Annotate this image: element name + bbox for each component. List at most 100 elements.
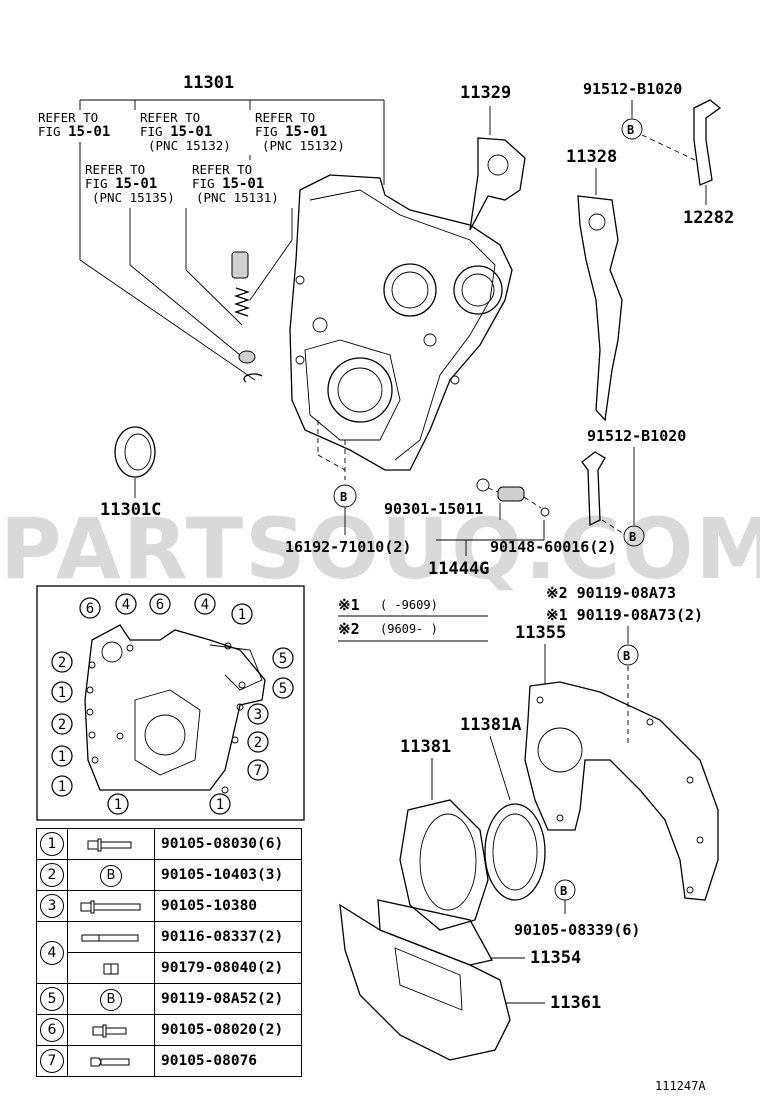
oil-pan-gasket-11354: [377, 899, 493, 966]
inset-marker-label: 4: [122, 597, 130, 613]
date-note-2: ※2 (9609- ): [338, 620, 438, 638]
inset-marker-circle: [79, 597, 101, 619]
legend-number: 6: [40, 1018, 64, 1042]
legend-row: 3 90105-10380: [36, 890, 302, 922]
legend-row: 90179-08040(2): [37, 952, 302, 984]
refer-note-1: REFER TO FIG 15-01: [38, 110, 110, 140]
b-mark-icon: B: [100, 988, 122, 1011]
legend-number: 3: [40, 894, 64, 918]
svg-text:(PNC 15135): (PNC 15135): [92, 190, 175, 205]
callout-11381A: 11381A: [460, 715, 521, 735]
inset-marker-label: 2: [254, 735, 262, 751]
water-outlet: [476, 478, 550, 517]
callout-11355: 11355: [515, 623, 566, 643]
svg-text:B: B: [629, 530, 636, 544]
inset-marker-label: 5: [279, 651, 287, 667]
callout-91512-top: 91512-B1020: [583, 80, 682, 98]
svg-text:REFER TO: REFER TO: [140, 110, 200, 125]
inset-marker-circle: [107, 793, 129, 815]
inset-marker-label: 4: [201, 597, 209, 613]
inset-marker-circle: [231, 603, 253, 625]
svg-text:(PNC 15132): (PNC 15132): [148, 138, 231, 153]
callout-90105-08339: 90105-08339(6): [514, 921, 640, 939]
svg-text:FIG 15-01: FIG 15-01: [38, 124, 110, 140]
legend-number: 1: [40, 832, 64, 856]
nut-icon: [103, 963, 119, 975]
inset-marker-label: 2: [58, 717, 66, 733]
refer-note-4: REFER TO FIG 15-01 (PNC 15135): [85, 162, 175, 205]
inset-marker-circle: [115, 593, 137, 615]
inset-marker-label: 6: [156, 597, 164, 613]
refer-note-3: REFER TO FIG 15-01 (PNC 15132): [255, 110, 345, 153]
callout-16192: 16192-71010(2): [285, 538, 411, 556]
inset-marker-circle: [247, 703, 269, 725]
callout-90148: 90148-60016(2): [490, 538, 616, 556]
inset-marker-circle: [149, 593, 171, 615]
bolt-location-inset: [36, 585, 305, 821]
legend-row: 4 90116-08337(2): [36, 921, 302, 984]
svg-text:FIG 15-01: FIG 15-01: [85, 176, 157, 192]
b-mark-top: [621, 118, 643, 140]
svg-text:REFER TO: REFER TO: [192, 162, 252, 177]
callout-11361: 11361: [550, 993, 601, 1013]
callout-91512-mid: 91512-B1020: [587, 427, 686, 445]
svg-text:REFER TO: REFER TO: [255, 110, 315, 125]
bolt-long-icon: [80, 900, 141, 914]
fastener-legend-table: 1 90105-08030(6) 2 B 90105-10403(3) 3 90…: [36, 828, 302, 1077]
callout-11444G: 11444G: [428, 559, 489, 579]
inset-marker-circle: [194, 593, 216, 615]
inset-marker-circle: [247, 759, 269, 781]
svg-text:B: B: [627, 123, 634, 137]
svg-text:(PNC 15131): (PNC 15131): [196, 190, 279, 205]
watermark: PARTSOUQ.COM: [0, 500, 760, 598]
refer-note-2: REFER TO FIG 15-01 (PNC 15132): [140, 110, 231, 153]
legend-number: 4: [40, 940, 64, 965]
svg-text:B: B: [560, 884, 567, 898]
callout-90301: 90301-15011: [384, 500, 483, 518]
callout-12282: 12282: [683, 208, 734, 228]
inset-marker-circle: [247, 731, 269, 753]
svg-text:REFER TO: REFER TO: [85, 162, 145, 177]
inset-marker-label: 1: [216, 797, 224, 813]
inset-cover-outline: [84, 624, 266, 794]
legend-code: 90116-08337(2): [154, 921, 302, 953]
inset-marker-label: 1: [114, 797, 122, 813]
inset-marker-label: 3: [254, 707, 262, 723]
inset-marker-label: 6: [86, 601, 94, 617]
relief-valve-parts: [231, 251, 263, 383]
callout-90119-1: ※1 90119-08A73(2): [546, 606, 703, 624]
svg-text:FIG 15-01: FIG 15-01: [192, 176, 264, 192]
callout-11329: 11329: [460, 83, 511, 103]
inset-marker-circle: [51, 681, 73, 703]
plate-11355: [524, 681, 719, 901]
legend-code: 90105-10403(3): [154, 859, 302, 891]
bolt-hex-icon: [90, 1057, 130, 1067]
legend-code: 90179-08040(2): [154, 952, 302, 984]
gasket-11329: [469, 137, 526, 231]
bolt-flange-icon: [87, 838, 132, 852]
svg-text:B: B: [623, 649, 630, 663]
inset-marker-circle: [272, 647, 294, 669]
date-note-1: ※1 ( -9609): [338, 596, 438, 614]
refer-note-5: REFER TO FIG 15-01 (PNC 15131): [192, 162, 279, 205]
legend-row: 6 90105-08020(2): [36, 1014, 302, 1046]
svg-text:※1: ※1: [338, 596, 360, 614]
svg-text:(9609- ): (9609- ): [380, 622, 438, 636]
legend-code: 90105-08030(6): [154, 828, 302, 860]
inset-marker-circle: [51, 713, 73, 735]
legend-code: 90105-10380: [154, 890, 302, 922]
inset-marker-label: 1: [238, 607, 246, 623]
inset-marker-label: 1: [58, 779, 66, 795]
legend-code: 90105-08020(2): [154, 1014, 302, 1046]
legend-row: 2 B 90105-10403(3): [36, 859, 302, 891]
inset-marker-circle: [51, 745, 73, 767]
retainer-11381: [399, 799, 489, 931]
inset-marker-label: 5: [279, 681, 287, 697]
legend-number: 7: [40, 1049, 64, 1073]
oil-pan-11361: [339, 903, 511, 1061]
inset-marker-label: 1: [58, 749, 66, 765]
seal-11301C: [114, 426, 156, 478]
hook-12282: [693, 99, 722, 186]
hook-lower: [581, 451, 606, 527]
